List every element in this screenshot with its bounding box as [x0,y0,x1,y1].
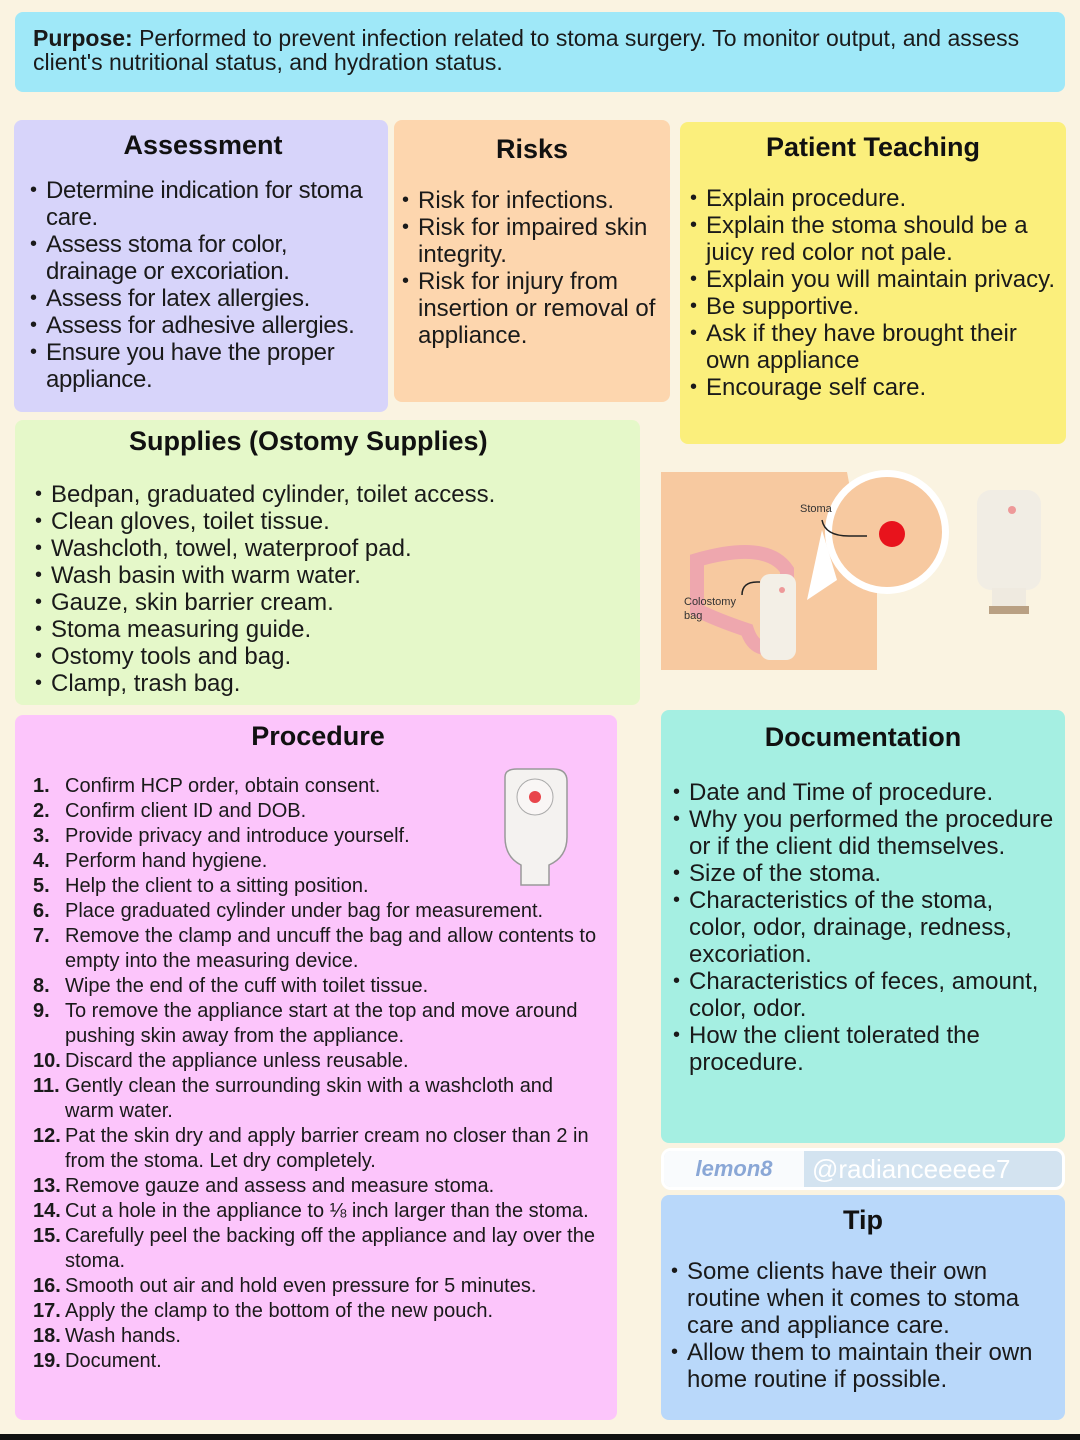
documentation-title: Documentation [764,722,962,752]
procedure-step: 18.Wash hands. [33,1325,181,1347]
procedure-step: 19.Document. [33,1350,162,1372]
list-item: Risk for impaired skin integrity. [400,214,664,268]
procedure-step: 12.Pat the skin dry and apply barrier cr… [33,1125,589,1172]
purpose-text: Performed to prevent infection related t… [33,25,1020,75]
tip-list: Some clients have their own routine when… [669,1258,1057,1393]
list-item: How the client tolerated the procedure. [671,1022,1055,1076]
watermark: lemon8 @radianceeeee7 [661,1148,1065,1190]
list-item: Washcloth, towel, waterproof pad. [33,535,622,562]
list-item: Assess for latex allergies. [28,285,378,312]
list-item: Gauze, skin barrier cream. [33,589,622,616]
list-item: Bedpan, graduated cylinder, toilet acces… [33,481,622,508]
risks-title: Risks [495,134,569,164]
list-item: Risk for infections. [400,187,664,214]
procedure-step: 2.Confirm client ID and DOB. [33,800,307,822]
purpose-label: Purpose: [33,25,133,51]
list-item: Clean gloves, toilet tissue. [33,508,622,535]
procedure-step: 14.Cut a hole in the appliance to ⅛ inch… [33,1200,589,1222]
list-item: Stoma measuring guide. [33,616,622,643]
procedure-step: 16.Smooth out air and hold even pressure… [33,1275,537,1297]
list-item: Ostomy tools and bag. [33,643,622,670]
risks-section: Risks Risk for infections. Risk for impa… [394,120,670,402]
procedure-title: Procedure [251,721,385,751]
colostomy-label: Colostomy [684,596,736,608]
risks-list: Risk for infections. Risk for impaired s… [400,187,664,349]
watermark-logo: lemon8 [664,1151,804,1187]
procedure-step: 7.Remove the clamp and uncuff the bag an… [33,925,597,972]
list-item: Explain you will maintain privacy. [688,266,1058,293]
list-item: Date and Time of procedure. [671,779,1055,806]
procedure-section: Procedure 1.Confirm HCP order, obtain co… [15,715,617,1420]
list-item: Encourage self care. [688,374,1058,401]
procedure-step: 11.Gently clean the surrounding skin wit… [33,1075,554,1122]
list-item: Characteristics of feces, amount, color,… [671,968,1055,1022]
assessment-list: Determine indication for stoma care. Ass… [28,177,378,393]
stoma-icon [879,521,905,547]
supplies-section: Supplies (Ostomy Supplies) Bedpan, gradu… [15,420,640,705]
procedure-step: 4.Perform hand hygiene. [33,850,268,872]
colostomy-bag-icon [760,574,796,660]
list-item: Explain procedure. [688,185,1058,212]
watermark-handle: @radianceeeee7 [812,1154,1011,1184]
procedure-step: 8.Wipe the end of the cuff with toilet t… [33,975,429,997]
tip-title: Tip [843,1205,883,1235]
documentation-list: Date and Time of procedure. Why you perf… [671,779,1055,1076]
procedure-step: 10.Discard the appliance unless reusable… [33,1050,409,1072]
procedure-step: 17.Apply the clamp to the bottom of the … [33,1300,494,1322]
documentation-section: Documentation Date and Time of procedure… [661,710,1065,1143]
list-item: Size of the stoma. [671,860,1055,887]
bottom-bar [0,1434,1080,1440]
assessment-title: Assessment [123,130,283,160]
stoma-label: Stoma [800,503,833,515]
procedure-step: 1.Confirm HCP order, obtain consent. [33,775,381,797]
supplies-title: Supplies (Ostomy Supplies) [129,426,488,456]
tip-section: Tip Some clients have their own routine … [661,1195,1065,1420]
list-item: Assess for adhesive allergies. [28,312,378,339]
list-item: Why you performed the procedure or if th… [671,806,1055,860]
procedure-step: 5.Help the client to a sitting position. [33,875,369,897]
list-item: Allow them to maintain their own home ro… [669,1339,1057,1393]
patient-teaching-title: Patient Teaching [765,132,981,162]
list-item: Risk for injury from insertion or remova… [400,268,664,349]
patient-teaching-section: Patient Teaching Explain procedure. Expl… [680,122,1066,444]
purpose-banner: Purpose: Performed to prevent infection … [15,12,1065,92]
assessment-section: Assessment Determine indication for stom… [14,120,388,412]
bag-label: bag [684,610,702,622]
procedure-step: 13.Remove gauze and assess and measure s… [33,1175,495,1197]
teaching-list: Explain procedure. Explain the stoma sho… [688,185,1058,401]
procedure-step: 3.Provide privacy and introduce yourself… [33,825,410,847]
list-item: Wash basin with warm water. [33,562,622,589]
procedure-steps: 1.Confirm HCP order, obtain consent. 2.C… [33,774,603,1374]
list-item: Ask if they have brought their own appli… [688,320,1058,374]
procedure-step: 6.Place graduated cylinder under bag for… [33,900,544,922]
ostomy-pouch-icon [977,490,1041,590]
supplies-list: Bedpan, graduated cylinder, toilet acces… [33,481,622,697]
ostomy-bag-icon [504,768,568,886]
list-item: Be supportive. [688,293,1058,320]
list-item: Determine indication for stoma care. [28,177,378,231]
stoma-illustration: Stoma Colostomy bag [661,470,1041,670]
list-item: Some clients have their own routine when… [669,1258,1057,1339]
list-item: Clamp, trash bag. [33,670,622,697]
procedure-step: 15.Carefully peel the backing off the ap… [33,1225,595,1272]
list-item: Explain the stoma should be a juicy red … [688,212,1058,266]
procedure-step: 9.To remove the appliance start at the t… [33,1000,578,1047]
list-item: Assess stoma for color, drainage or exco… [28,231,378,285]
list-item: Ensure you have the proper appliance. [28,339,378,393]
list-item: Characteristics of the stoma, color, odo… [671,887,1055,968]
